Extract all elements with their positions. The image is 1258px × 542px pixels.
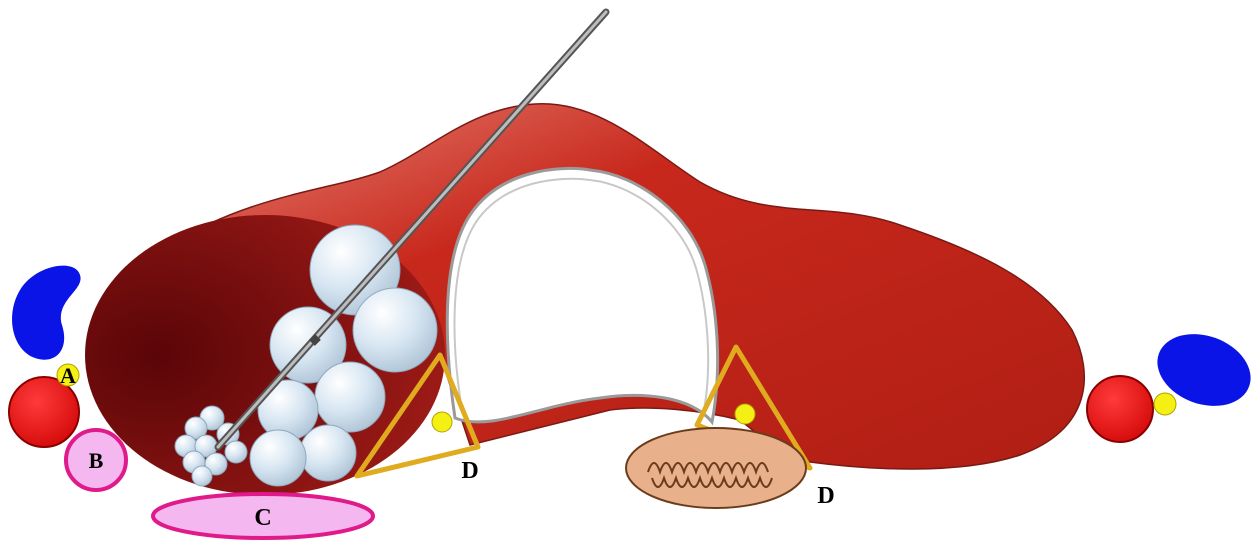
bowel-oval — [626, 428, 806, 508]
svg-text:B: B — [89, 448, 104, 473]
svg-text:A: A — [60, 363, 76, 388]
vein-icon — [12, 266, 80, 360]
label-b-circle: B — [66, 430, 126, 490]
nerve-icon — [735, 404, 755, 424]
label-c-ellipse: C — [153, 494, 373, 538]
nerve-icon — [432, 412, 452, 432]
nerve-icon — [1154, 393, 1176, 415]
label-d-right: D — [817, 483, 834, 509]
label-d-left: D — [461, 458, 478, 484]
artery-icon — [1087, 376, 1153, 442]
nerve-label-a: A — [57, 363, 79, 388]
svg-text:C: C — [254, 505, 271, 531]
